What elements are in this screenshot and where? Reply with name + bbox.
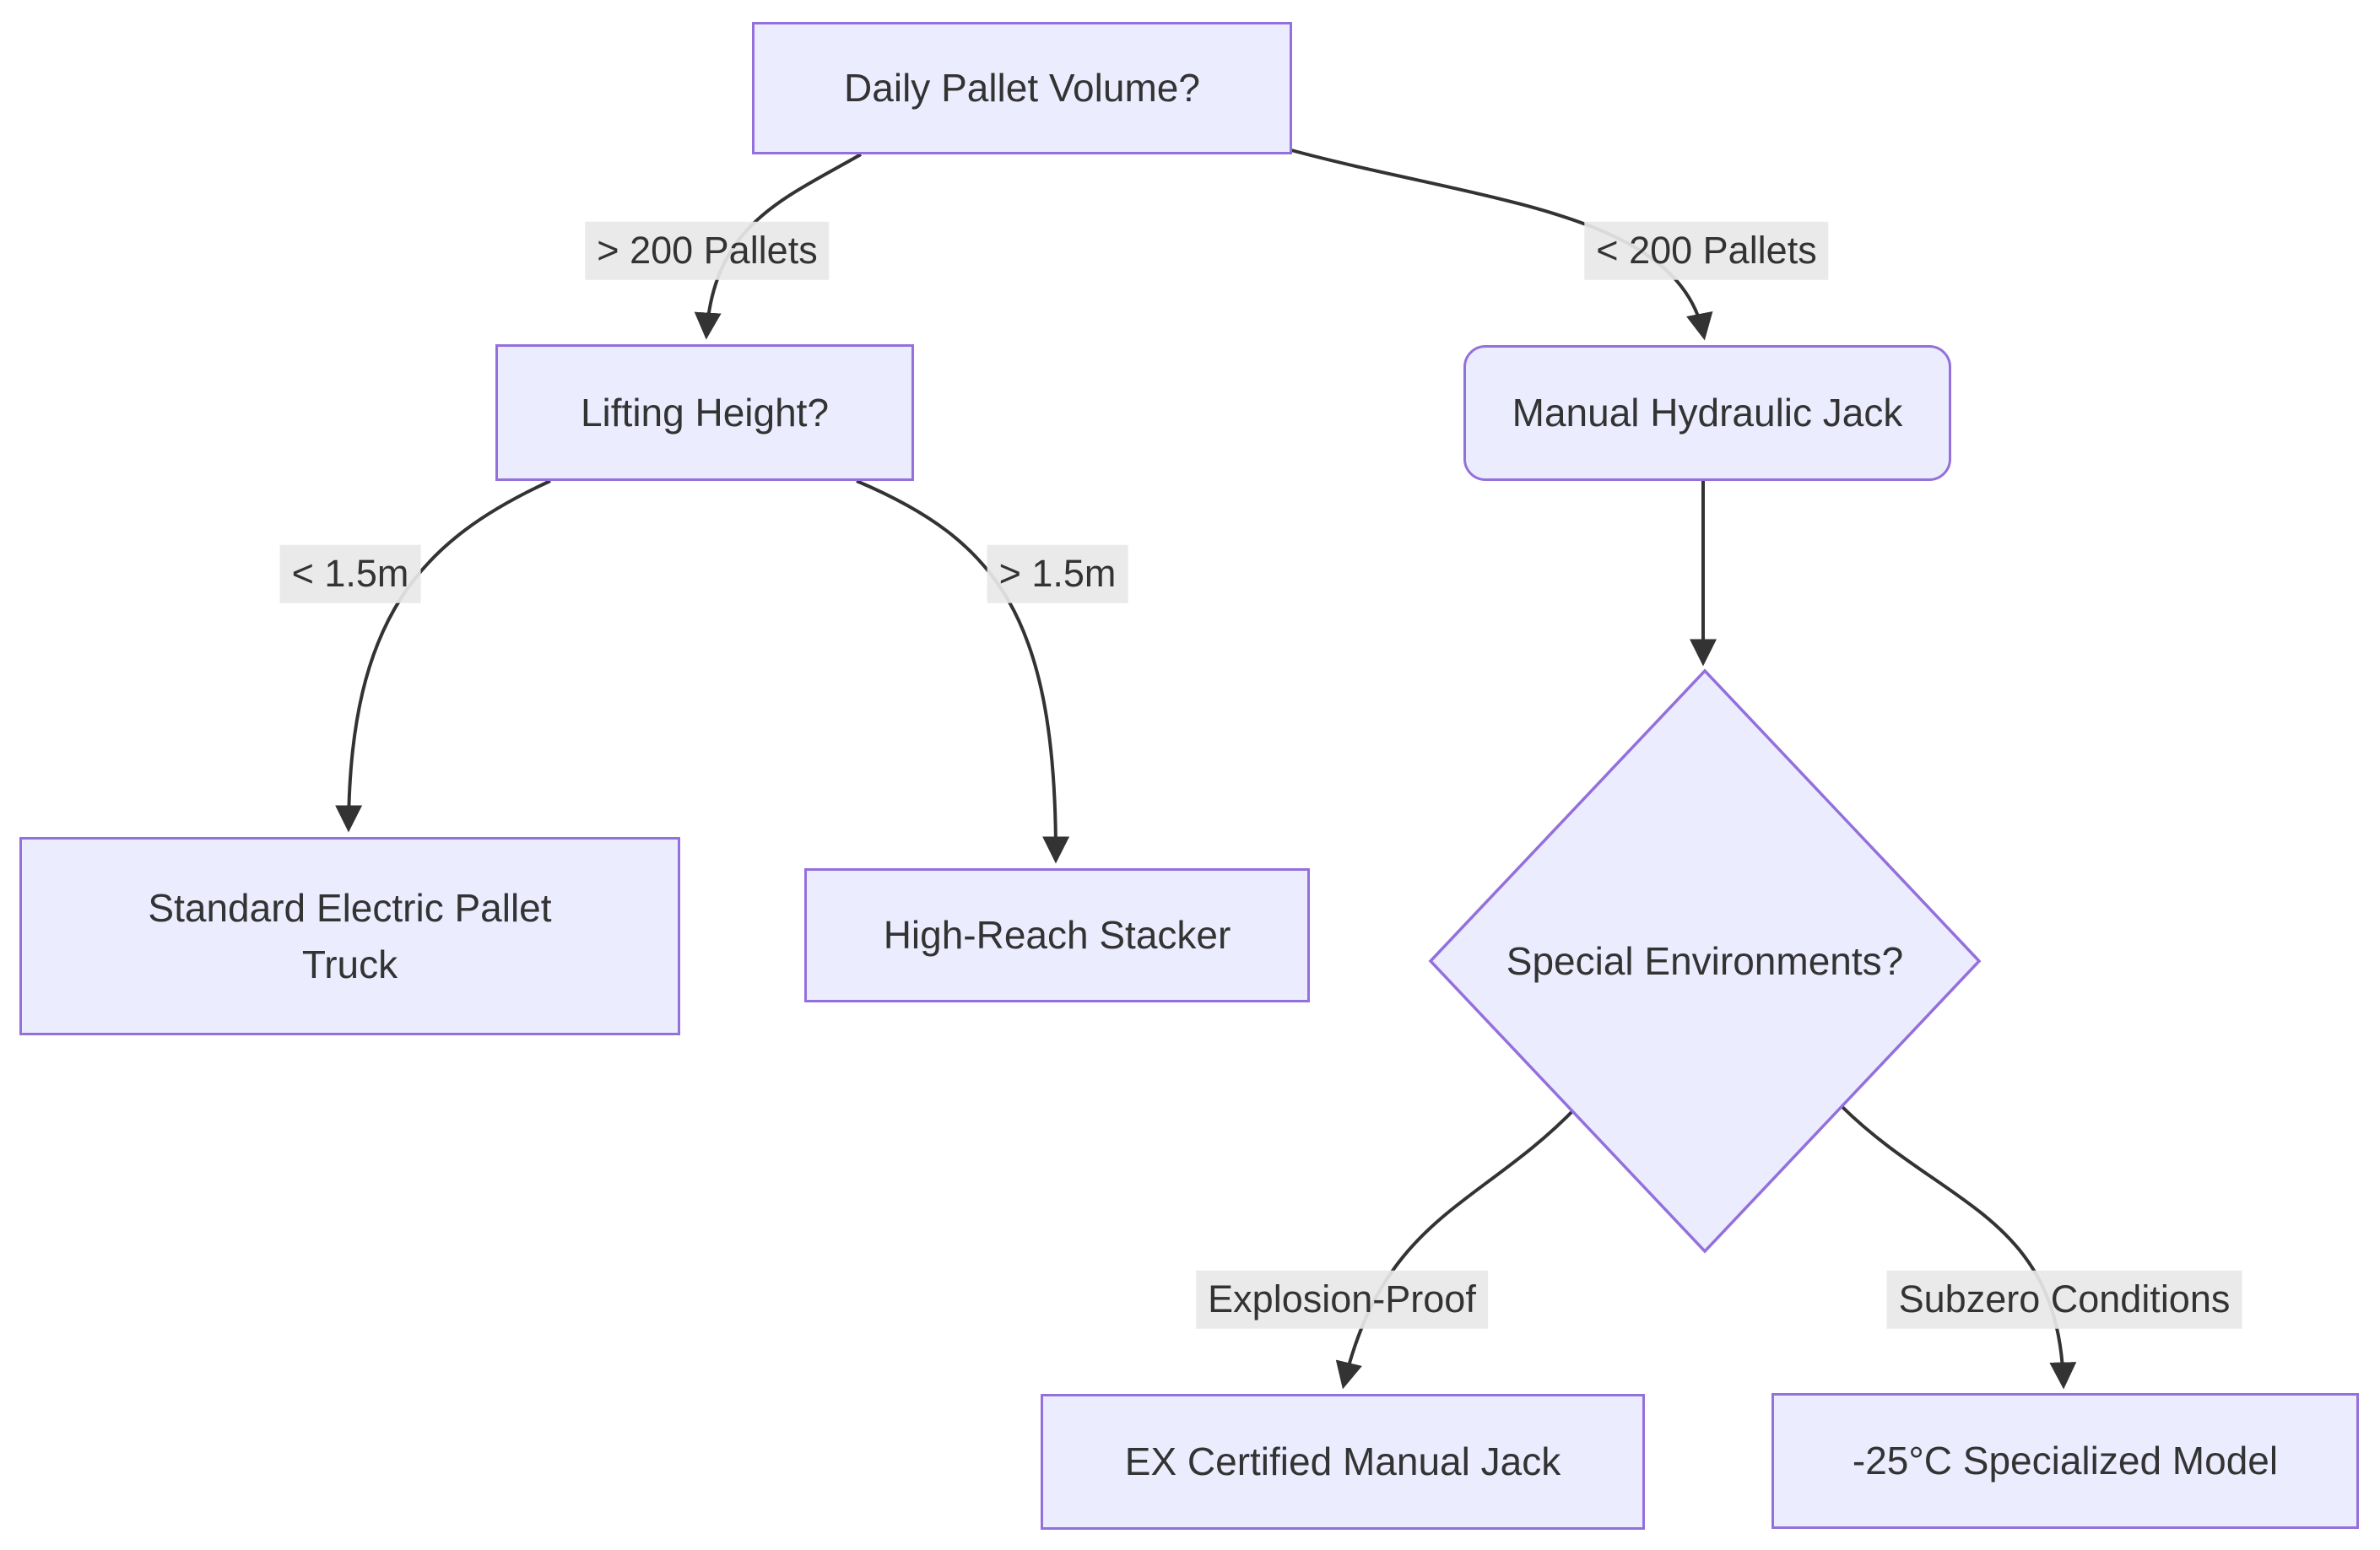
edge-volume-to-manual-jack — [1290, 149, 1713, 341]
edge-lifting-to-standard — [335, 479, 551, 833]
node-standard-electric-pallet-truck: Standard Electric Pallet Truck — [19, 837, 680, 1035]
edge-lifting-to-high-reach — [856, 479, 1070, 864]
node-special-environments-label: Special Environments? — [1506, 938, 1904, 983]
node-special-environments: Special Environments? — [1435, 919, 1975, 1003]
node-special-environments-shape — [1428, 668, 1982, 1254]
node-manual-hydraulic-jack: Manual Hydraulic Jack — [1463, 345, 1951, 481]
node-subzero-specialized-model-label: -25°C Specialized Model — [1852, 1439, 2279, 1483]
node-daily-pallet-volume: Daily Pallet Volume? — [752, 22, 1292, 154]
edge-label-gt-200-pallets: > 200 Pallets — [585, 221, 830, 280]
edge-special-env-to-ex-jack — [1335, 1105, 1578, 1390]
edge-label-subzero-conditions: Subzero Conditions — [1886, 1270, 2242, 1329]
node-subzero-specialized-model: -25°C Specialized Model — [1771, 1393, 2359, 1529]
node-high-reach-stacker-label: High-Reach Stacker — [883, 913, 1231, 958]
node-lifting-height-label: Lifting Height? — [580, 390, 830, 435]
edge-label-explosion-proof: Explosion-Proof — [1196, 1270, 1488, 1329]
edge-label-lt-1-5m: < 1.5m — [279, 544, 421, 603]
edge-label-lt-200-pallets: < 200 Pallets — [1584, 221, 1829, 280]
node-standard-electric-pallet-truck-label: Standard Electric Pallet Truck — [148, 885, 552, 986]
edge-special-env-to-subzero — [1841, 1105, 2077, 1390]
node-lifting-height: Lifting Height? — [495, 344, 914, 481]
node-manual-hydraulic-jack-label: Manual Hydraulic Jack — [1512, 391, 1903, 435]
node-ex-certified-manual-jack: EX Certified Manual Jack — [1041, 1394, 1645, 1530]
edge-label-gt-1-5m: > 1.5m — [987, 544, 1128, 603]
node-high-reach-stacker: High-Reach Stacker — [804, 868, 1310, 1002]
edge-volume-to-lifting — [694, 153, 863, 340]
node-daily-pallet-volume-label: Daily Pallet Volume? — [844, 66, 1200, 111]
node-ex-certified-manual-jack-label: EX Certified Manual Jack — [1124, 1439, 1561, 1484]
